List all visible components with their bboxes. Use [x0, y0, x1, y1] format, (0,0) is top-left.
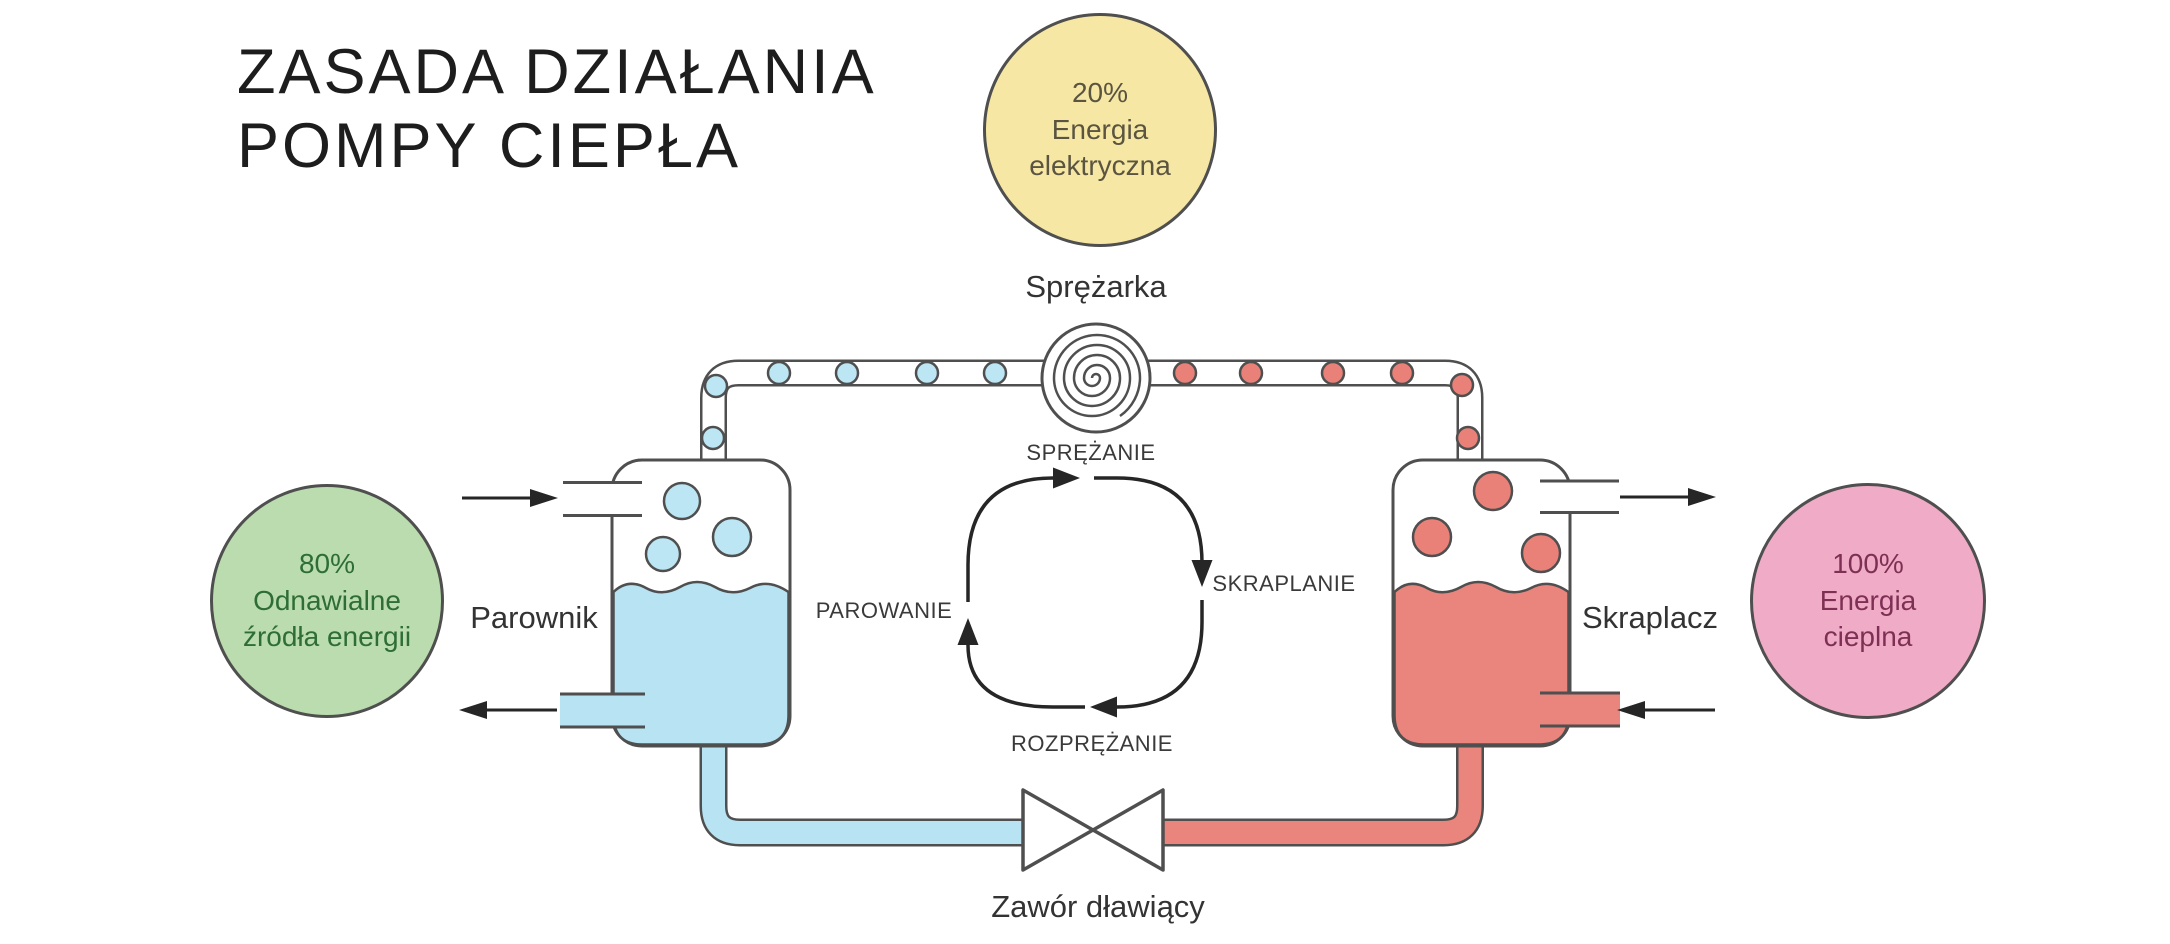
bottom-pipe-cold: [699, 740, 1027, 847]
evaporator-label: Parownik: [470, 600, 598, 635]
cycle-arc-right-bottom: [1116, 600, 1204, 709]
renewable-energy-circle: 80% Odnawialne źródła energii: [210, 484, 444, 718]
expansion-valve-label: Zawór dławiący: [991, 889, 1205, 924]
cycle-arrows: [957, 467, 1213, 718]
condenser-tank: [1391, 458, 1620, 748]
cycle-arrowhead-left: [1090, 696, 1117, 718]
cycle-arc-left-top: [966, 476, 1054, 602]
cycle-arrowhead-right: [1053, 467, 1080, 489]
flow-arrow-condenser-out: [1620, 488, 1716, 506]
page-title: ZASADA DZIAŁANIA POMPY CIEPŁA: [237, 36, 877, 183]
renewable-energy-label1: Odnawialne: [253, 584, 401, 616]
thermal-energy-label1: Energia: [1819, 584, 1917, 616]
compressor-spiral-icon: [1040, 322, 1152, 434]
compressor-label: Sprężarka: [1025, 269, 1167, 304]
renewable-energy-percent: 80%: [298, 548, 356, 580]
condenser-outlet-stub: [1540, 479, 1619, 514]
electrical-energy-circle: 20% Energia elektryczna: [983, 13, 1217, 247]
flow-arrow-evaporator-in: [462, 489, 558, 507]
cycle-arrowhead-down: [1191, 560, 1213, 587]
flow-arrow-condenser-in: [1617, 701, 1715, 719]
cold-liquid: [612, 580, 790, 746]
condenser-inlet-stub: [1540, 691, 1620, 728]
pipe-bubbles-hot: [1172, 360, 1481, 451]
flow-arrows: [459, 488, 1716, 719]
flow-arrow-evaporator-out: [459, 701, 557, 719]
cold-bubbles: [644, 481, 753, 573]
thermal-energy-circle: 100% Energia cieplna: [1750, 483, 1986, 719]
cycle-arc-top-right: [1094, 476, 1204, 564]
hot-liquid: [1393, 580, 1570, 746]
expansion-valve-icon: [1021, 788, 1165, 872]
cycle-label-evaporation: PAROWANIE: [815, 598, 953, 623]
evaporator-tank: [560, 458, 792, 748]
evaporator-outlet-stub: [560, 692, 645, 729]
pipe-bubbles-cold: [700, 360, 1008, 451]
hot-bubbles: [1411, 470, 1562, 574]
page-title-line1: ZASADA DZIAŁANIA: [237, 37, 877, 107]
cycle-label-expansion: ROZPRĘŻANIE: [1011, 731, 1173, 756]
evaporator-inlet-stub: [563, 481, 642, 517]
condenser-label: Skraplacz: [1581, 600, 1719, 635]
cycle-label-condensation: SKRAPLANIE: [1212, 571, 1356, 596]
renewable-energy-label2: źródła energii: [242, 621, 412, 653]
cycle-arrowhead-up: [957, 618, 979, 645]
page-title-line2: POMPY CIEPŁA: [237, 110, 742, 181]
electrical-energy-percent: 20%: [1071, 77, 1129, 109]
cycle-arc-bottom-left: [966, 644, 1085, 709]
cycle-label-compression: SPRĘŻANIE: [1026, 440, 1156, 465]
thermal-energy-percent: 100%: [1832, 548, 1904, 580]
bottom-pipe-hot: [1160, 740, 1484, 847]
electrical-energy-label2: elektryczna: [1029, 150, 1171, 182]
thermal-energy-label2: cieplna: [1823, 621, 1913, 653]
electrical-energy-label1: Energia: [1051, 113, 1149, 145]
